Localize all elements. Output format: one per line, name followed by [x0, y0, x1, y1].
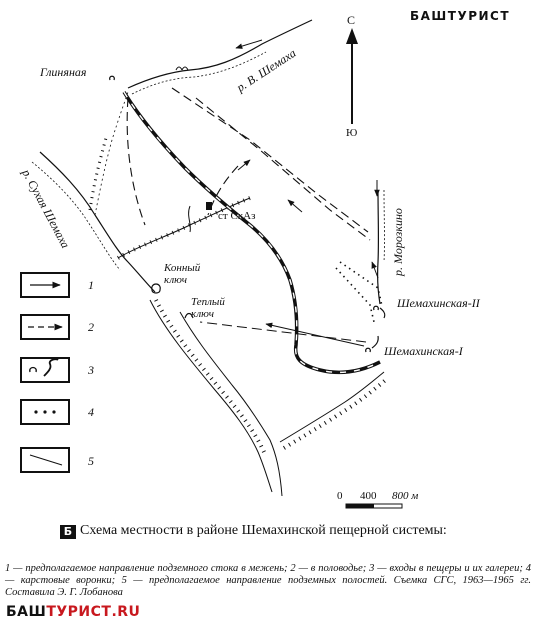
label-konny-klyuch: Конный ключ: [164, 262, 201, 286]
flood-route-1: [171, 87, 369, 233]
label-glinyanaya: Глиняная: [40, 65, 87, 79]
legend-box-1: [20, 272, 70, 298]
river-sukhaya-shemaha: [39, 151, 156, 293]
river-v-shemaha: [127, 19, 313, 89]
compass-arrowhead: [346, 28, 358, 44]
flood-route-2: [195, 97, 371, 241]
teply-klyuch-spring: [184, 312, 194, 319]
flood-route-arrow-2: [237, 159, 251, 171]
flood-route-4: [207, 165, 239, 216]
label-shemakhinskaya-2: Шемахинская-II: [397, 296, 480, 310]
underground-flow-arrow-3: [371, 261, 379, 279]
caption-logo: Б: [60, 525, 76, 539]
flood-route-arrow: [287, 199, 303, 213]
scale-label-400: 400: [360, 490, 377, 502]
label-shemakhinskaya-1: Шемахинская-I: [384, 344, 463, 358]
valley-branch: [149, 299, 273, 493]
karst-sinkholes-line-2: [339, 261, 383, 307]
label-river-morozkino: р. Морозкино: [391, 208, 405, 277]
brand-bottom-part2: ТУРИСТ.RU: [46, 604, 141, 620]
caption-notes: 1 — предполагаемое направление подземног…: [5, 563, 531, 598]
underground-flow-2: [199, 321, 367, 343]
railway: [122, 91, 381, 375]
legend-symbol-5: [29, 454, 63, 466]
legend-box-3: [20, 357, 70, 383]
valley-right-hatch: [282, 376, 390, 450]
caption-title: Схема местности в районе Шемахинской пещ…: [80, 523, 447, 538]
valley-branch-2: [179, 311, 283, 497]
scale-label-800: 800 м: [392, 490, 419, 502]
valley-branch-hatch: [154, 299, 266, 453]
compass-south: Ю: [346, 127, 358, 139]
legend-num-2: 2: [88, 320, 94, 334]
legend-num-4: 4: [88, 405, 94, 419]
label-river-v-shemaha: р. В. Шемаха: [233, 46, 298, 95]
small-stream: [188, 205, 191, 233]
legend-num-3: 3: [88, 363, 94, 377]
legend-symbol-3: [29, 358, 59, 377]
upper-valley: [94, 91, 129, 216]
flood-route-3: [126, 97, 146, 226]
valley-right: [279, 371, 385, 443]
scale-label-0: 0: [337, 490, 343, 502]
legend-box-5: [20, 447, 70, 473]
karst-sinkholes-line: [335, 267, 375, 323]
legend-num-5: 5: [88, 454, 94, 468]
label-station: ст СкАз: [218, 210, 256, 222]
label-teply-klyuch: Теплый ключ: [191, 296, 225, 320]
river-v-shemaha-bank: [131, 51, 267, 95]
river-flow-arrow: [235, 39, 263, 49]
railway-ties: [123, 91, 381, 374]
river-morozkino: [377, 189, 381, 305]
scale-bar: [345, 503, 403, 509]
brand-top: БАШТУРИСТ: [410, 9, 511, 23]
map-caption: Б Схема местности в районе Шемахинской пе…: [60, 523, 530, 539]
legend-box-2: [20, 314, 70, 340]
konny-klyuch-spring: [151, 283, 161, 294]
brand-bottom-part1: БАШ: [6, 604, 47, 620]
underground-flow-1: [265, 322, 365, 347]
legend-symbol-4: [34, 410, 56, 414]
station-marker: [206, 202, 212, 210]
brand-bottom: БАШТУРИСТ.RU: [6, 604, 140, 620]
legend-num-1: 1: [88, 278, 94, 292]
compass-north: С: [347, 13, 356, 27]
legend-box-4: [20, 399, 70, 425]
cave-entrance-shemakhinskaya-2: [373, 305, 386, 319]
cave-entrance-glinyanaya: [109, 66, 189, 81]
cave-entrance-shemakhinskaya-1: [365, 335, 379, 353]
label-river-sukhaya-shemaha: р. Сухая Шемаха: [19, 166, 73, 251]
